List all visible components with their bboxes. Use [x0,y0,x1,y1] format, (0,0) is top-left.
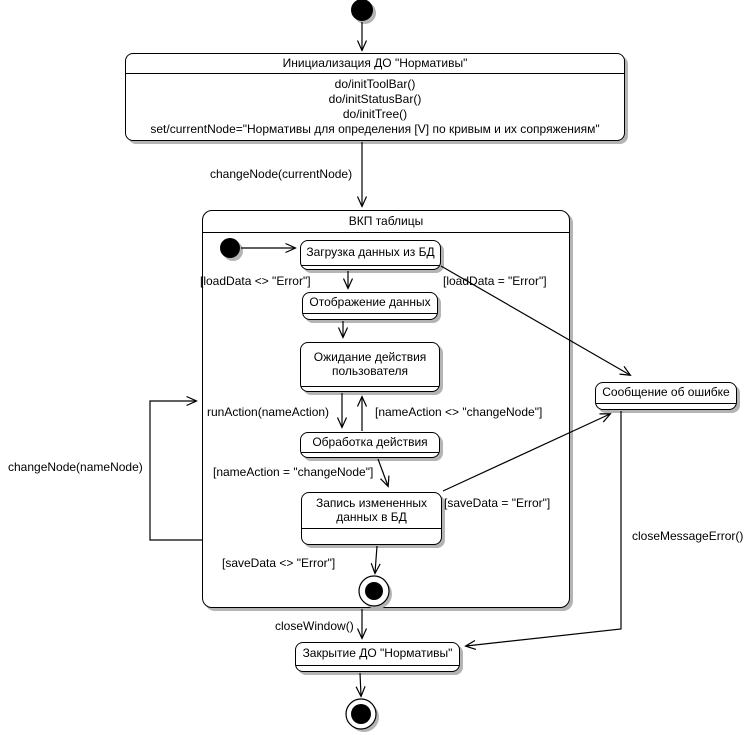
final-state-bottom [345,698,379,732]
state-display-data: Отображение данных [302,292,438,320]
state-wait-user-action: Ожидание действия пользователя [300,342,440,392]
composite-body [203,233,569,607]
transition-label-load-error: [loadData = "Error"] [443,274,547,288]
state-actions: do/initToolBar() do/initStatusBar() do/i… [126,74,624,140]
state-error-message: Сообщение об ошибке [595,382,737,410]
transition-label-load-ok: [loadData <> "Error"] [200,274,311,288]
transition-label-change-node-current: changeNode(currentNode) [210,167,353,181]
state-init-normativy: Инициализация ДО "Нормативы" do/initTool… [125,53,625,141]
state-close-normativy: Закрытие ДО "Нормативы" [295,642,460,672]
state-title: Инициализация ДО "Нормативы" [126,54,624,74]
action-line: do/initStatusBar() [328,92,422,106]
initial-state-top [351,0,376,24]
transition-label-close-window: closeWindow() [275,619,354,633]
state-title: ВКП таблицы [203,211,569,233]
transition-label-change-node-name: changeNode(nameNode) [8,460,143,474]
action-line: set/currentNode="Нормативы для определен… [150,122,600,136]
transition-label-close-message-error: closeMessageError() [632,529,744,543]
state-save-changed-data: Запись измененных данных в БД [301,492,442,545]
state-title: Загрузка данных из БД [301,241,440,266]
transition-label-save-error: [saveData = "Error"] [444,496,551,510]
action-line: do/initTree() [342,107,408,121]
state-title: Ожидание действия пользователя [301,343,439,387]
transition-label-run-action: runAction(nameAction) [207,405,330,419]
action-line: do/initToolBar() [334,77,416,91]
transition-label-action-not-changenode: [nameAction <> "changeNode"] [375,405,543,419]
transition-composite-self-loop [149,401,202,541]
transition-close-to-final [360,672,361,696]
transition-label-save-ok: [saveData <> "Error"] [222,556,336,570]
state-title: Отображение данных [303,293,437,314]
transition-label-action-changenode: [nameAction = "changeNode"] [213,465,374,479]
state-load-data-from-db: Загрузка данных из БД [300,240,441,270]
state-title: Закрытие ДО "Нормативы" [296,643,459,666]
state-process-action: Обработка действия [300,432,440,458]
state-title: Обработка действия [301,433,439,453]
state-title: Запись измененных данных в БД [302,493,441,529]
state-title: Сообщение об ошибке [596,383,736,404]
